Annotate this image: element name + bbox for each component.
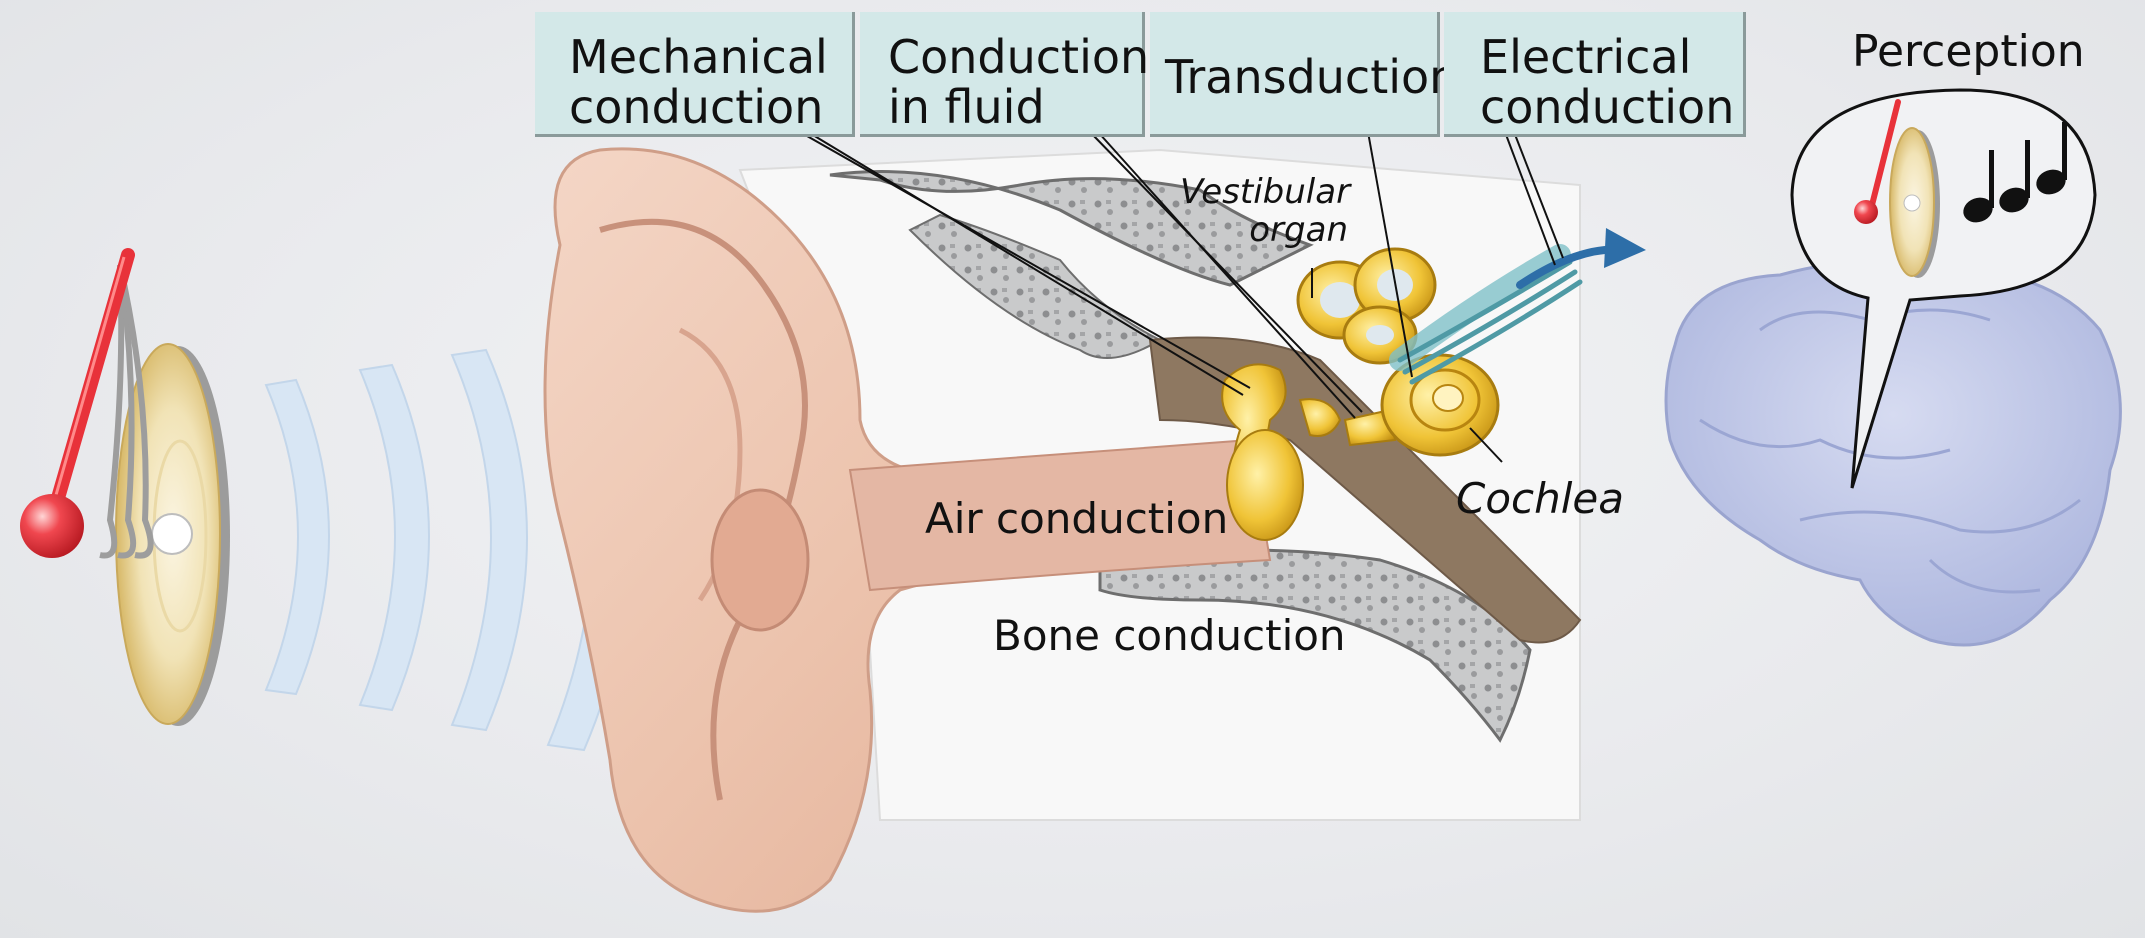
cochlea-label: Cochlea [1456, 474, 1624, 523]
stage-label-conduction-in-fluid: Conduction in fluid [860, 12, 1145, 137]
stage-label-transduction: Transduction [1150, 12, 1440, 137]
air-conduction-label: Air conduction [925, 494, 1228, 543]
stage-label-mechanical-conduction: Mechanical conduction [535, 12, 855, 137]
vestibular-organ-label: Vestibular organ [1180, 173, 1348, 249]
hammer-illustration [20, 255, 151, 558]
bone-conduction-label: Bone conduction [993, 611, 1346, 660]
nerve-arrowhead [1604, 228, 1646, 268]
perception-label: Perception [1852, 26, 2085, 77]
stage-label-electrical-conduction: Electrical conduction [1444, 12, 1746, 137]
